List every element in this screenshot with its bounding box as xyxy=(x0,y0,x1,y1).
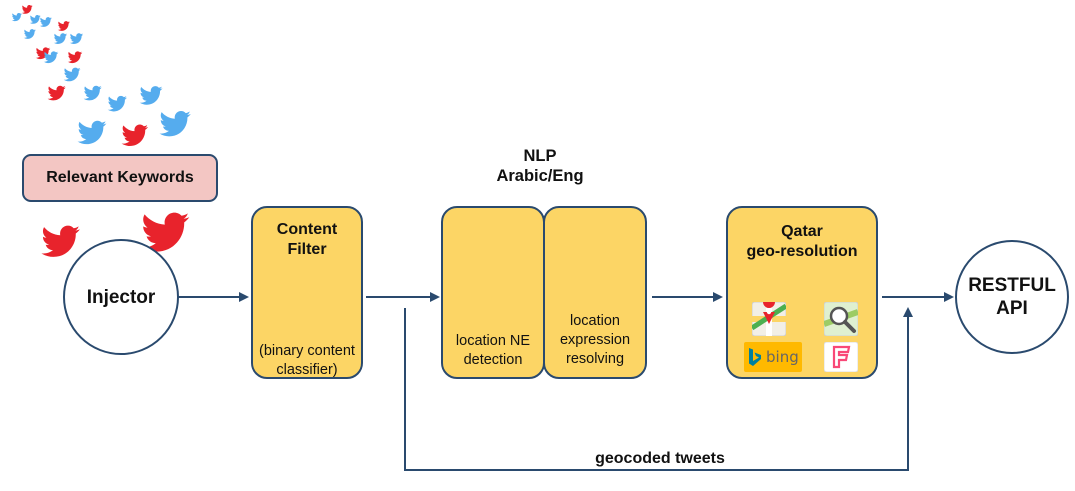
bing-logo: bing xyxy=(744,342,802,372)
bing-b-icon xyxy=(749,348,761,366)
nlp-title-line: NLP xyxy=(523,147,557,165)
restful-api-line1: RESTFUL xyxy=(968,275,1056,296)
injector-label: Injector xyxy=(86,286,156,308)
search-map-icon xyxy=(824,302,858,336)
relevant-keywords-label: Relevant Keywords xyxy=(46,169,194,186)
ne-label-line: detection xyxy=(463,352,523,368)
nlp-title-line: Arabic/Eng xyxy=(496,167,584,185)
arrow-geocoded-tweets xyxy=(404,307,913,471)
content-filter-box: Content Filter (binary content classifie… xyxy=(251,206,363,379)
location-expression-resolving-label: location expression resolving xyxy=(545,312,645,369)
res-label-line: resolving xyxy=(565,351,625,367)
foursquare-icon xyxy=(824,342,858,372)
content-filter-note-line: (binary content xyxy=(259,343,355,359)
content-filter-note-line: classifier) xyxy=(276,362,338,378)
content-filter-note: (binary content classifier) xyxy=(253,342,361,380)
content-filter-title: Content Filter xyxy=(253,220,361,260)
content-filter-title-line: Content xyxy=(276,221,338,238)
bing-label: bing xyxy=(766,348,799,366)
geo-resolution-title: Qatar geo-resolution xyxy=(728,222,876,262)
location-ne-detection-label: location NE detection xyxy=(443,332,543,370)
qatar-geo-resolution-box: Qatar geo-resolution bing xyxy=(726,206,878,379)
restful-api-line2: API xyxy=(996,298,1028,319)
res-label-line: expression xyxy=(559,332,631,348)
restful-api-node: RESTFUL API xyxy=(955,240,1069,354)
geo-title-line: Qatar xyxy=(781,223,823,240)
content-filter-title-line: Filter xyxy=(287,241,327,258)
location-expression-resolving-box: location expression resolving xyxy=(543,206,647,379)
injector-node: Injector xyxy=(63,239,179,355)
nlp-title: NLP Arabic/Eng xyxy=(470,146,610,186)
res-label-line: location xyxy=(570,313,620,329)
relevant-keywords-box: Relevant Keywords xyxy=(22,154,218,202)
geo-title-line: geo-resolution xyxy=(746,243,858,260)
location-ne-detection-box: location NE detection xyxy=(441,206,545,379)
ne-label-line: location NE xyxy=(455,333,531,349)
google-maps-icon xyxy=(752,302,786,336)
geocoded-tweets-label: geocoded tweets xyxy=(595,450,725,467)
